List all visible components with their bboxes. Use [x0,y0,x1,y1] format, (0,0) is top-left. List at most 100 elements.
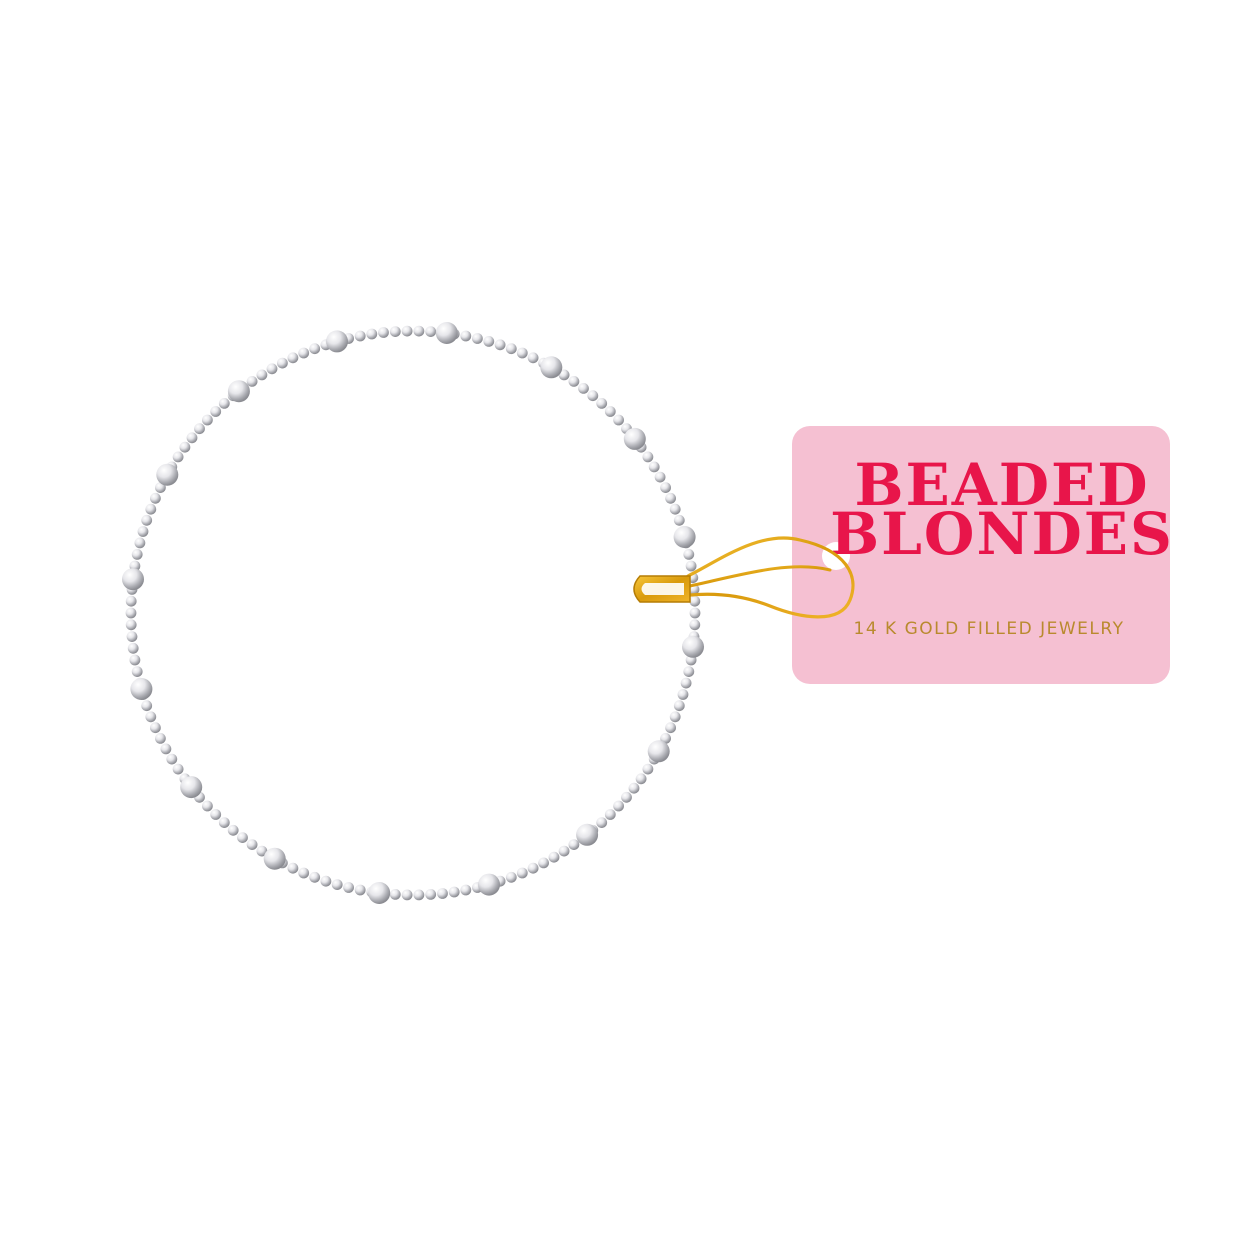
small-bead [613,800,624,812]
beaded-bracelet [122,322,704,904]
tag-card [792,426,1170,684]
small-bead [266,363,278,375]
small-bead [129,654,141,666]
small-bead [298,347,310,359]
large-bead [647,740,670,763]
small-bead [218,398,230,409]
small-bead [483,336,495,347]
small-bead [389,326,401,337]
small-bead [150,722,161,734]
small-bead [689,595,701,607]
small-bead [685,560,697,572]
small-bead [202,800,213,812]
small-bead [548,851,560,863]
small-bead [309,343,321,355]
small-bead [246,376,258,387]
small-bead [578,383,589,394]
small-bead [538,857,549,869]
small-bead [366,328,378,340]
small-bead [125,619,137,631]
small-bead [378,327,389,338]
small-bead [568,376,580,387]
small-bead [596,817,608,828]
small-bead [127,642,139,654]
small-bead [680,677,692,689]
small-bead [448,886,460,898]
small-bead [558,369,570,381]
small-bead [202,414,213,426]
large-bead [576,823,599,846]
small-bead [166,753,178,765]
small-bead [665,722,676,734]
small-bead [689,607,701,619]
tag-brand-line1: BEADED [854,451,1149,519]
small-bead [237,832,248,843]
small-bead [596,398,608,409]
small-bead [558,845,570,857]
small-bead [516,347,528,359]
small-bead [621,791,632,803]
small-bead [669,503,681,515]
small-bead [677,689,689,700]
small-bead [505,871,517,883]
small-bead [527,352,539,364]
small-bead [494,339,506,351]
small-bead [472,333,483,344]
large-bead [227,380,250,403]
small-bead [194,423,205,435]
small-bead [256,845,268,857]
small-bead [320,875,332,887]
large-bead [478,873,500,896]
large-bead [435,322,458,344]
small-bead [172,451,184,463]
tag-brand-line2: BLONDES [830,500,1174,568]
small-bead [689,619,701,631]
small-bead [125,595,137,607]
small-bead [460,330,472,342]
small-bead [401,889,413,901]
small-bead [425,326,437,337]
small-bead [460,884,472,896]
small-bead [660,482,671,493]
large-bead [326,330,348,353]
small-bead [126,631,138,642]
small-bead [613,414,624,426]
small-bead [568,839,580,850]
small-bead [654,471,666,483]
small-bead [186,432,198,444]
small-bead [210,809,222,820]
small-bead [635,773,647,785]
large-bead [623,427,646,450]
small-bead [246,839,258,850]
small-bead [413,325,425,337]
small-bead [628,782,640,794]
small-bead [172,763,184,775]
small-bead [343,882,354,893]
small-bead [218,817,230,828]
small-bead [642,763,654,775]
small-bead [309,871,321,883]
small-bead [134,537,146,549]
small-bead [145,711,157,723]
large-bead [122,568,144,591]
small-bead [673,700,685,712]
small-bead [425,889,437,900]
small-bead [660,733,671,744]
small-bead [389,889,401,900]
small-bead [141,514,153,526]
small-bead [137,526,149,537]
small-bead [683,666,695,677]
small-bead [155,733,166,744]
small-bead [125,607,137,619]
small-bead [277,357,288,369]
small-bead [150,492,161,504]
tag-subtitle: 14 K GOLD FILLED JEWELRY [854,619,1125,639]
large-bead [180,776,203,799]
small-bead [527,862,539,874]
brand-tag: BEADED BLONDES 14 K GOLD FILLED JEWELRY [792,426,1174,684]
small-bead [665,492,676,504]
small-bead [673,514,685,526]
large-bead [540,356,563,379]
large-bead [130,678,153,700]
